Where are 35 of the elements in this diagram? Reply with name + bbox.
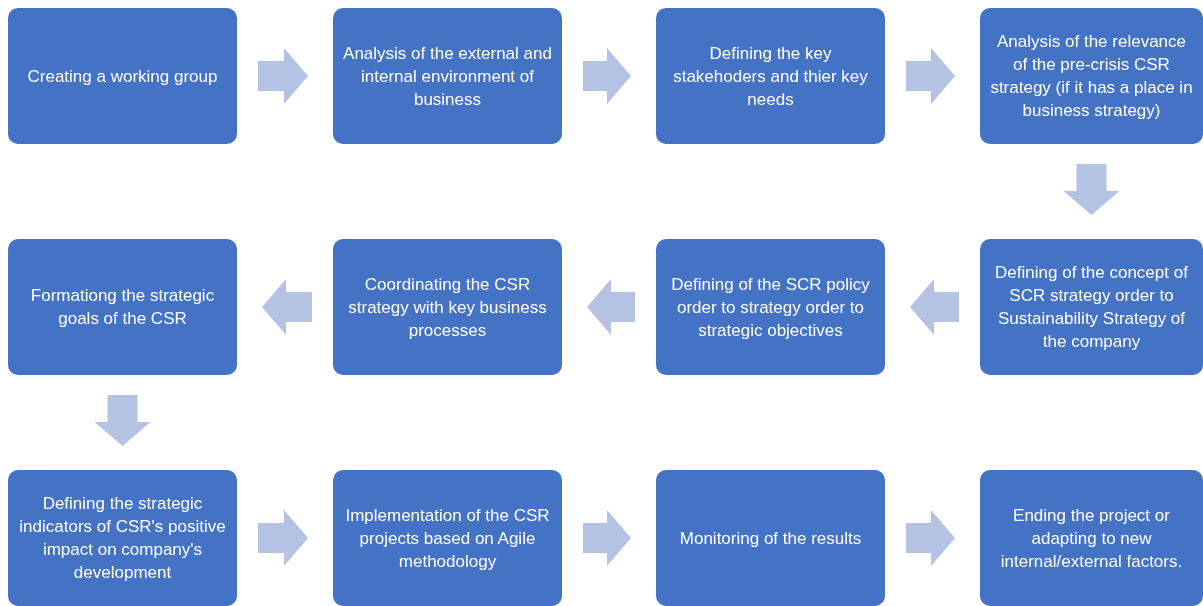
step-text: Defining of the SCR policy order to strategy order to strategic objectives: [670, 273, 871, 342]
process-box: [980, 239, 1203, 375]
step-text: Defining the strategic indicators of CSR's positive impact on company's development: [18, 493, 227, 584]
step-text: Defining of the concept of SCR strategy order to Sustainability Strategy of the company: [994, 262, 1189, 353]
block-arrow: [1063, 164, 1120, 215]
block-arrow: [94, 395, 151, 446]
step-text: Formationg the strategic goals of the CSR: [29, 285, 216, 330]
block-arrow: [258, 510, 308, 566]
block-arrow: [587, 279, 635, 335]
block-arrow: [583, 48, 631, 104]
block-arrow: [910, 279, 959, 335]
process-box: [980, 8, 1203, 144]
step-text: Creating a working group: [27, 65, 218, 88]
step-text: Ending the project or adapting to new internal/external factors.: [999, 504, 1184, 573]
process-box: [8, 239, 237, 375]
process-box: [8, 8, 237, 144]
process-box: [8, 470, 237, 606]
block-arrow: [258, 48, 308, 104]
process-box: [656, 239, 885, 375]
step-text: Analysis of the relevance of the pre-crisis CSR strategy (if it has a place in business strategy): [989, 31, 1194, 122]
process-box: [656, 8, 885, 144]
process-box: [656, 470, 885, 606]
block-arrow: [583, 510, 631, 566]
block-arrow: [262, 279, 312, 335]
process-box: [333, 8, 562, 144]
process-box: [333, 470, 562, 606]
step-text: Implementation of the CSR projects based on Agile methodology: [344, 504, 551, 573]
step-text: Defining the key stakehoders and thier key needs: [672, 42, 869, 111]
process-box: [333, 239, 562, 375]
block-arrow: [906, 510, 955, 566]
step-text: Analysis of the external and internal environment of business: [342, 42, 553, 111]
step-text: Monitoring of the results: [679, 527, 862, 550]
block-arrow: [906, 48, 955, 104]
process-box: [980, 470, 1203, 606]
step-text: Coordinating the CSR strategy with key business processes: [347, 273, 548, 342]
